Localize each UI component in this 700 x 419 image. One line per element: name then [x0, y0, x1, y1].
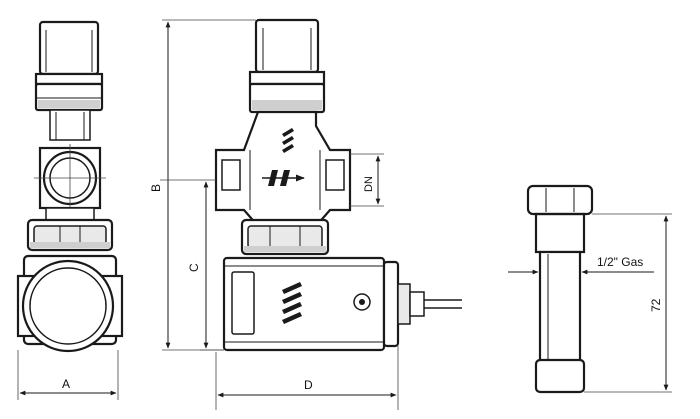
dimension-a: A: [17, 350, 119, 400]
dim-label-d: D: [304, 378, 313, 392]
dim-label-a: A: [62, 377, 70, 391]
body-marking-icon: [282, 128, 294, 153]
solenoid-coil: [222, 256, 425, 352]
thread-callout: 1/2" Gas: [508, 255, 654, 275]
side-view-coupling-nut: [240, 218, 330, 256]
dimension-d: D: [215, 346, 399, 410]
sensor-well-view: 1/2" Gas 72: [508, 184, 672, 394]
front-view-cap: [34, 20, 104, 112]
side-view-valve-body: [214, 110, 352, 228]
side-view: B C DN D: [149, 18, 462, 410]
thread-label: 1/2" Gas: [597, 255, 643, 269]
dim-label-dn: DN: [363, 176, 375, 192]
coil-logo-icon: [282, 282, 302, 324]
dimension-72: 72: [584, 213, 672, 393]
dim-label-c: C: [187, 263, 201, 272]
cable: [424, 299, 462, 309]
front-view-body: [16, 254, 124, 353]
dim-label-b: B: [149, 184, 163, 192]
dim-label-72: 72: [649, 298, 663, 312]
front-view: A: [16, 20, 124, 400]
side-view-cap: [248, 18, 326, 114]
front-view-coupling-nut: [26, 218, 114, 252]
dimension-dn: DN: [350, 153, 384, 207]
front-view-side-port: [34, 144, 106, 212]
sensor-well-tube: [534, 250, 586, 394]
coil-screw-icon: [353, 293, 371, 311]
sensor-well-hex: [526, 184, 594, 216]
front-view-stem: [49, 109, 91, 141]
flow-arrow-icon: [262, 170, 305, 186]
dimension-c: C: [187, 181, 224, 351]
sensor-well-thread: [534, 212, 586, 254]
